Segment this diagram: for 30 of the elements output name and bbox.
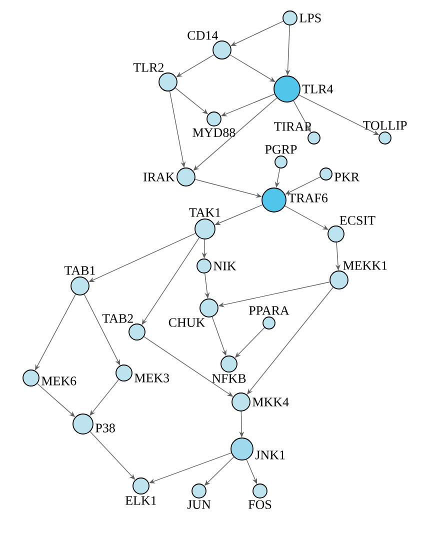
node-label: TOLLIP [362, 121, 407, 130]
node-label: MEK6 [42, 376, 76, 386]
node-label: TAB1 [64, 266, 95, 275]
node-label: PPARA [249, 306, 290, 315]
node-label: MEKK1 [343, 261, 387, 270]
node-label: PKR [334, 172, 360, 182]
node-label: TRAF6 [288, 194, 328, 202]
node-label: JNK1 [255, 450, 285, 460]
node-label: JUN [187, 500, 211, 509]
node-label: TLR2 [133, 63, 164, 72]
node-label: IRAK [144, 172, 175, 182]
node-label: TLR4 [302, 84, 334, 94]
node-label: TIRAP [274, 122, 311, 131]
node-label: CHUK [168, 318, 206, 327]
node-label: P38 [96, 424, 115, 432]
node-label: MKK4 [252, 398, 289, 406]
node-label: TAB2 [102, 314, 133, 323]
node-label: FOS [248, 500, 272, 509]
arrow [193, 98, 278, 171]
node-label: NIK [214, 262, 236, 270]
node-label: MEK3 [134, 374, 170, 382]
node-label: PGRP [265, 145, 297, 154]
node-label: ELK1 [126, 496, 156, 505]
node-label: TAK1 [189, 208, 220, 217]
node-label: MYD88 [192, 128, 236, 137]
node-label: LPS [300, 14, 321, 22]
node-label: ECSIT [340, 216, 376, 225]
node-label: CD14 [188, 31, 218, 40]
arrow [142, 237, 200, 325]
node-label: NFKB [212, 374, 246, 383]
